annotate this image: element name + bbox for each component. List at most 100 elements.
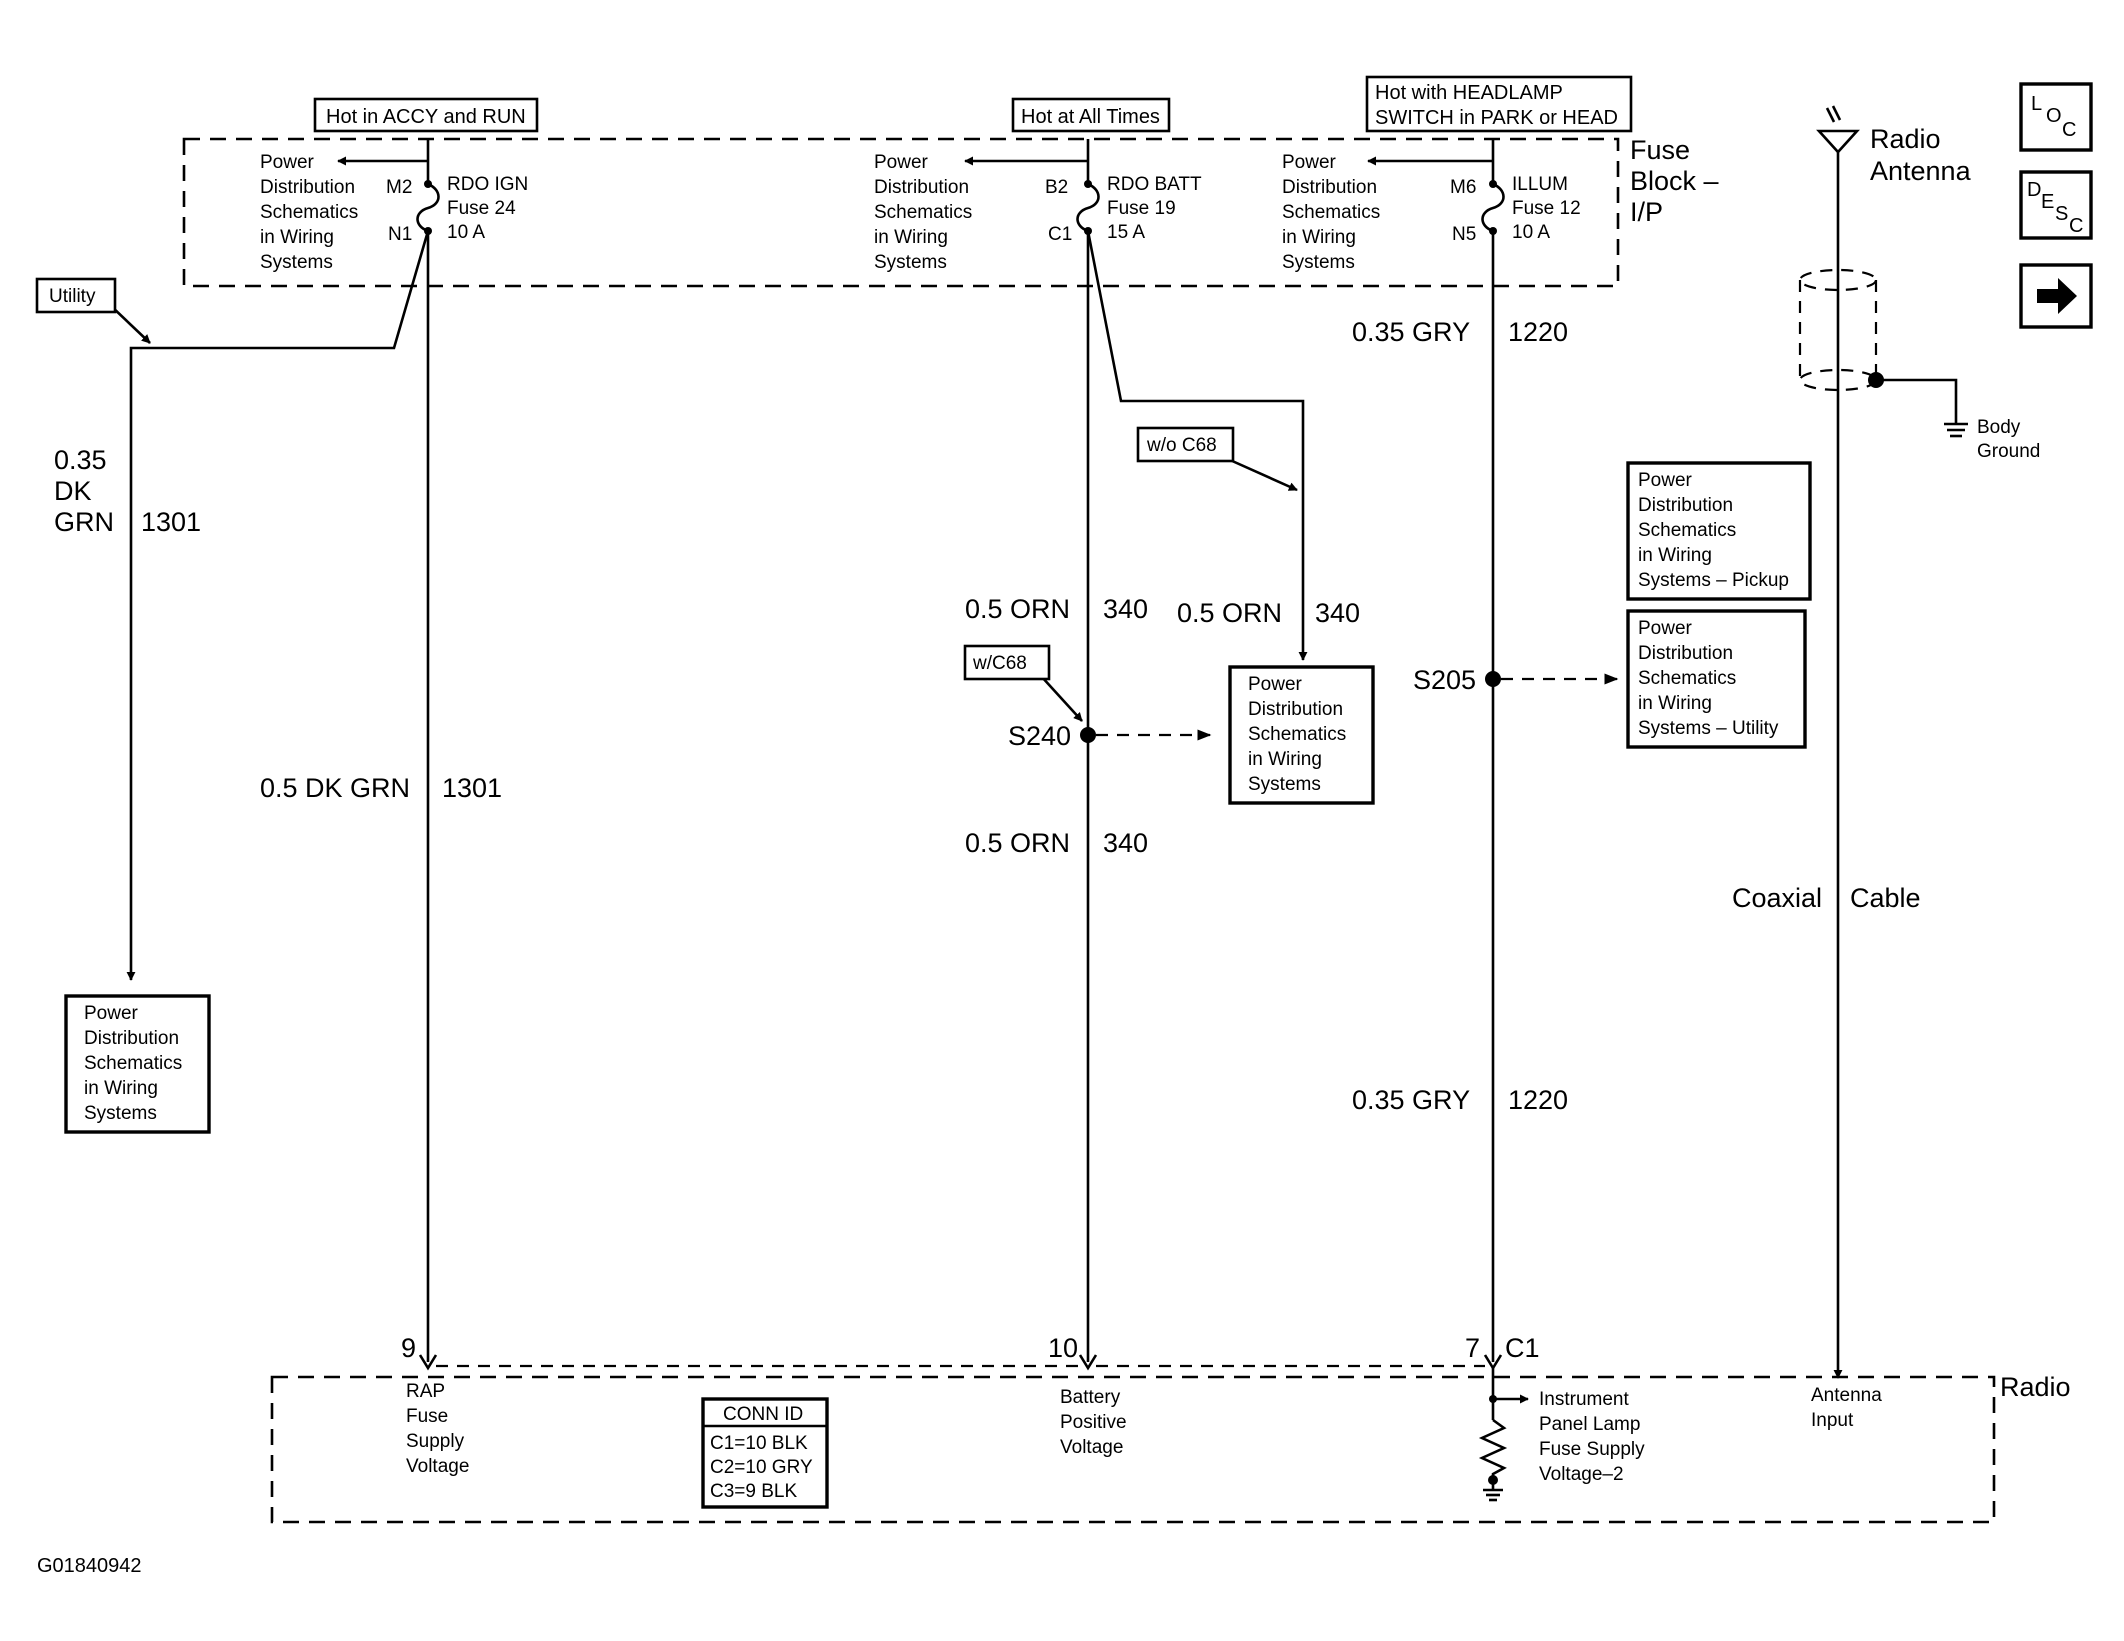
utility-label: Utility xyxy=(35,277,117,314)
svg-text:Schematics: Schematics xyxy=(1282,202,1380,223)
svg-text:Schematics: Schematics xyxy=(1638,668,1736,689)
svg-text:Fuse 19: Fuse 19 xyxy=(1107,198,1176,219)
svg-text:Supply: Supply xyxy=(406,1431,465,1452)
fuse-12-illum: M6 N5 ILLUM Fuse 12 10 A xyxy=(1450,139,1581,245)
svg-text:in Wiring: in Wiring xyxy=(84,1078,158,1099)
connector-c1: 9 10 7 C1 xyxy=(401,1333,1540,1371)
svg-text:Distribution: Distribution xyxy=(1282,177,1377,198)
svg-text:0.5 ORN: 0.5 ORN xyxy=(1177,598,1282,628)
svg-text:ILLUM: ILLUM xyxy=(1512,174,1568,195)
svg-text:I/P: I/P xyxy=(1630,197,1663,227)
svg-text:Fuse: Fuse xyxy=(406,1406,448,1427)
svg-text:GRN: GRN xyxy=(54,507,114,537)
svg-text:1301: 1301 xyxy=(141,507,201,537)
svg-text:Antenna: Antenna xyxy=(1811,1385,1882,1406)
svg-text:Block –: Block – xyxy=(1630,166,1719,196)
svg-text:Fuse Supply: Fuse Supply xyxy=(1539,1439,1645,1460)
svg-text:0.5 ORN: 0.5 ORN xyxy=(965,828,1070,858)
svg-text:Power: Power xyxy=(260,152,315,173)
svg-text:w/C68: w/C68 xyxy=(972,653,1027,674)
svg-text:Schematics: Schematics xyxy=(1248,724,1346,745)
svg-text:9: 9 xyxy=(401,1333,416,1363)
svg-text:Systems – Utility: Systems – Utility xyxy=(1638,718,1779,739)
conn-id-box: CONN ID C1=10 BLK C2=10 GRY C3=9 BLK xyxy=(701,1397,829,1509)
svg-text:Voltage: Voltage xyxy=(1060,1437,1123,1458)
svg-text:B2: B2 xyxy=(1045,177,1068,198)
desc-nav-box[interactable]: D E S C xyxy=(2019,170,2093,240)
svg-text:Antenna: Antenna xyxy=(1870,156,1972,186)
svg-text:Distribution: Distribution xyxy=(1638,495,1733,516)
svg-text:0.35 GRY: 0.35 GRY xyxy=(1352,317,1470,347)
hot-accy-run-label: Hot in ACCY and RUN xyxy=(313,97,539,133)
svg-text:DK: DK xyxy=(54,476,92,506)
svg-text:in Wiring: in Wiring xyxy=(1638,545,1712,566)
svg-text:C1: C1 xyxy=(1505,1333,1540,1363)
svg-text:in Wiring: in Wiring xyxy=(1282,227,1356,248)
svg-text:in Wiring: in Wiring xyxy=(1248,749,1322,770)
next-arrow-button[interactable] xyxy=(2019,263,2093,329)
wire-label-orn-340-c: 0.5 ORN 340 xyxy=(965,828,1148,858)
svg-text:C3=9 BLK: C3=9 BLK xyxy=(710,1481,797,1502)
svg-text:Power: Power xyxy=(1638,470,1693,491)
fuse-24-rdo-ign: M2 N1 RDO IGN Fuse 24 10 A xyxy=(386,139,528,245)
loc-nav-box[interactable]: L O C xyxy=(2019,82,2093,152)
w-c68-label: w/C68 xyxy=(963,644,1051,681)
svg-text:Coaxial: Coaxial xyxy=(1732,883,1822,913)
svg-text:Fuse 12: Fuse 12 xyxy=(1512,198,1581,219)
wire-label-gry-1220-top: 0.35 GRY 1220 xyxy=(1352,317,1568,347)
wire-1301 xyxy=(109,230,430,1362)
svg-text:Schematics: Schematics xyxy=(84,1053,182,1074)
antenna-symbol: Radio Antenna xyxy=(1816,105,1972,186)
svg-text:RDO BATT: RDO BATT xyxy=(1107,174,1202,195)
wire-label-orn-340-a: 0.5 ORN 340 xyxy=(965,594,1148,624)
power-dist-box-pickup: Power Distribution Schematics in Wiring … xyxy=(1626,461,1812,601)
power-dist-ref-1: Power Distribution Schematics in Wiring … xyxy=(260,152,428,273)
svg-text:Systems: Systems xyxy=(1282,252,1355,273)
svg-text:15 A: 15 A xyxy=(1107,222,1145,243)
svg-text:Input: Input xyxy=(1811,1410,1854,1431)
svg-text:Power: Power xyxy=(1248,674,1303,695)
power-dist-ref-3: Power Distribution Schematics in Wiring … xyxy=(1282,152,1493,273)
svg-text:E: E xyxy=(2041,191,2054,213)
svg-text:Schematics: Schematics xyxy=(260,202,358,223)
radio-pin-battery: Battery Positive Voltage xyxy=(1060,1387,1127,1458)
body-ground: Body Ground xyxy=(1868,372,2040,462)
svg-text:Systems: Systems xyxy=(260,252,333,273)
svg-text:SWITCH in PARK or HEAD: SWITCH in PARK or HEAD xyxy=(1375,107,1618,129)
svg-text:C1=10 BLK: C1=10 BLK xyxy=(710,1433,808,1454)
radio-pin-antenna-input: Antenna Input xyxy=(1811,1385,1882,1431)
svg-text:1220: 1220 xyxy=(1508,317,1568,347)
svg-text:in Wiring: in Wiring xyxy=(260,227,334,248)
splice-s205: S205 xyxy=(1413,665,1619,695)
svg-text:C: C xyxy=(2069,215,2083,237)
svg-text:Power: Power xyxy=(874,152,929,173)
fuse-block-label: Fuse Block – I/P xyxy=(1630,135,1719,227)
svg-text:N5: N5 xyxy=(1452,224,1476,245)
fuse-block-outline xyxy=(182,137,1620,288)
power-dist-box-middle: Power Distribution Schematics in Wiring … xyxy=(1228,665,1375,805)
wire-label-035-dkgrn-1301: 0.35 DK GRN 1301 xyxy=(54,445,201,537)
hot-all-times-label: Hot at All Times xyxy=(1011,97,1171,133)
svg-text:Positive: Positive xyxy=(1060,1412,1127,1433)
svg-text:10 A: 10 A xyxy=(1512,222,1550,243)
svg-text:340: 340 xyxy=(1103,828,1148,858)
radio-label: Radio xyxy=(2000,1372,2071,1402)
wire-label-gry-1220-bottom: 0.35 GRY 1220 xyxy=(1352,1085,1568,1115)
svg-text:D: D xyxy=(2027,179,2041,201)
svg-text:S240: S240 xyxy=(1008,721,1071,751)
svg-text:Hot with HEADLAMP: Hot with HEADLAMP xyxy=(1375,82,1563,104)
wire-label-05-dkgrn-1301: 0.5 DK GRN 1301 xyxy=(260,773,502,803)
svg-text:0.35: 0.35 xyxy=(54,445,107,475)
svg-text:Power: Power xyxy=(1282,152,1337,173)
svg-text:0.35 GRY: 0.35 GRY xyxy=(1352,1085,1470,1115)
svg-text:Instrument: Instrument xyxy=(1539,1389,1629,1410)
svg-text:Power: Power xyxy=(84,1003,139,1024)
wo-c68-label: w/o C68 xyxy=(1136,426,1235,463)
svg-text:0.5 ORN: 0.5 ORN xyxy=(965,594,1070,624)
svg-text:Battery: Battery xyxy=(1060,1387,1121,1408)
svg-text:Body: Body xyxy=(1977,417,2021,438)
svg-text:340: 340 xyxy=(1103,594,1148,624)
svg-text:Cable: Cable xyxy=(1850,883,1921,913)
svg-text:10 A: 10 A xyxy=(447,222,485,243)
radio-pin-rap: RAP Fuse Supply Voltage xyxy=(406,1381,469,1477)
